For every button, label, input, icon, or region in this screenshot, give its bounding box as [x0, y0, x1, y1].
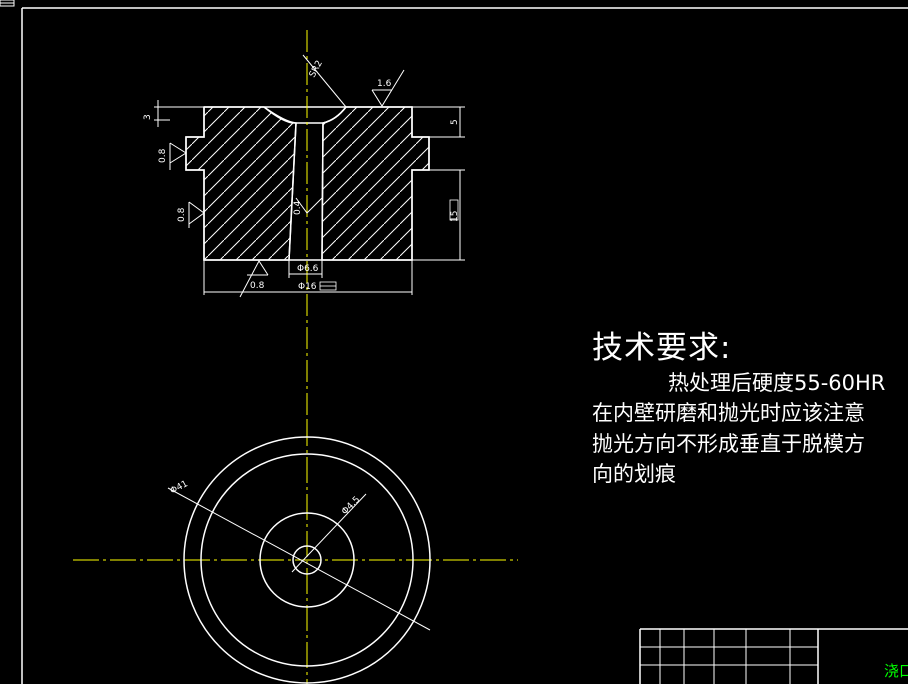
tech-requirement-line-4: 向的划痕 — [592, 462, 676, 486]
roughness-side: 0.8 — [177, 207, 187, 222]
section-body-right — [321, 106, 430, 261]
tech-requirement-line-3: 抛光方向不形成垂直于脱模方 — [592, 432, 865, 456]
roughness-flange: 0.8 — [158, 148, 168, 163]
title-block — [639, 628, 908, 684]
dim-height-3: 3 — [143, 114, 153, 120]
bore-circle — [292, 545, 322, 575]
dim-height-15: 15 — [450, 211, 460, 222]
dim-sphere-radius: SR2 — [308, 59, 325, 79]
dim-height-5: 5 — [450, 119, 460, 125]
second-circle — [200, 453, 414, 667]
middle-circle — [259, 512, 355, 608]
title-block-text: 浇口 — [884, 662, 908, 680]
plan-view: Φ41 Φ4.5 — [73, 420, 518, 684]
dim-outer-diameter: Φ16 — [298, 282, 317, 292]
dim-circle-45: Φ4.5 — [340, 495, 362, 517]
roughness-bore: 0.4 — [293, 200, 303, 215]
tech-requirement-line-1: 热处理后硬度55-60HR — [668, 371, 886, 395]
roughness-top: 1.6 — [377, 79, 392, 89]
tech-requirements-title: 技术要求: — [592, 330, 732, 366]
dim-bore-diameter: Φ6.6 — [297, 264, 319, 274]
section-body-left — [185, 106, 297, 261]
outer-circle — [183, 436, 431, 684]
roughness-bottom: 0.8 — [250, 281, 265, 291]
section-view: SR2 1.6 3 0.8 0.8 5 15 0.4 — [143, 30, 465, 420]
tech-requirement-line-2: 在内壁研磨和抛光时应该注意 — [592, 401, 865, 425]
